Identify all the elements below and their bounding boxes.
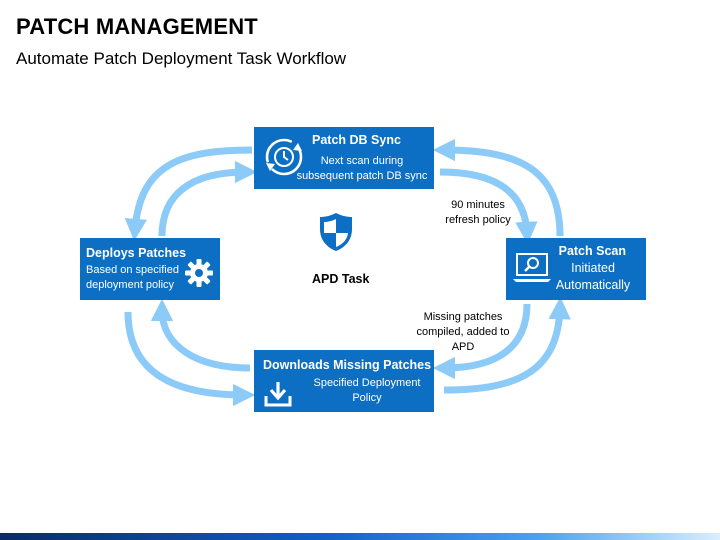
node-title: Patch Scan (558, 244, 626, 258)
download-icon (264, 382, 292, 407)
arrow-scan-to-sync (432, 138, 564, 237)
arrow-deploy-to-download (124, 311, 256, 407)
arrow-download-to-scan (443, 296, 571, 394)
shield-icon (320, 213, 352, 251)
page-title: PATCH MANAGEMENT (16, 14, 258, 39)
gear-icon (185, 259, 213, 287)
node-text: Specified Deployment Policy (313, 377, 421, 404)
arrow-download-to-deploy (150, 298, 251, 372)
arrow-sync-to-scan (439, 168, 538, 245)
node-downloads-missing-patches: Downloads Missing Patches Specified Depl… (254, 350, 434, 412)
node-text: Next scan during subsequent patch DB syn… (296, 155, 428, 182)
footer-bar (0, 533, 720, 540)
page-subtitle: Automate Patch Deployment Task Workflow (16, 49, 347, 68)
node-title: Patch DB Sync (312, 133, 401, 147)
arrow-deploy-to-sync (158, 160, 258, 237)
annotation-refresh-policy: 90 minutes refresh policy (445, 199, 511, 226)
node-patch-db-sync: Patch DB Sync Next scan during subsequen… (254, 127, 434, 189)
node-title: Downloads Missing Patches (263, 358, 432, 372)
arrow-sync-to-deploy (124, 146, 253, 242)
center-label: APD Task (312, 272, 370, 286)
node-text: Initiated Automatically (555, 261, 631, 292)
laptop-search-icon (513, 253, 551, 282)
annotation-missing-patches: Missing patches compiled, added to APD (416, 311, 510, 353)
arrow-scan-to-download (432, 303, 531, 380)
sync-clock-icon (265, 138, 303, 176)
node-patch-scan: Patch Scan Initiated Automatically (506, 238, 646, 300)
node-deploys-patches: Deploys Patches Based on specified deplo… (80, 238, 220, 300)
node-text: Based on specified deployment policy (86, 264, 179, 291)
node-title: Deploys Patches (86, 246, 187, 260)
